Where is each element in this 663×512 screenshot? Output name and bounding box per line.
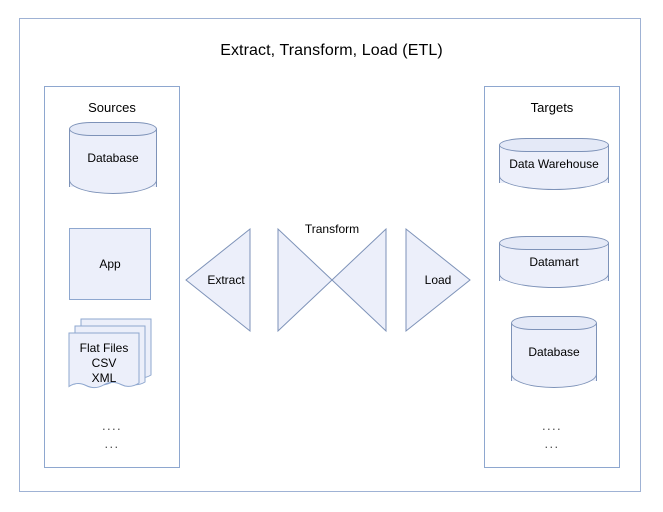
target-item-datamart-label: Datamart [529,255,579,269]
target-item-database[interactable]: Database [511,316,597,388]
source-item-flat-files-labels: Flat Files CSV XML [67,341,141,386]
cylinder-top-ellipse [499,138,609,152]
cylinder-bottom [499,176,609,190]
source-item-flat-files[interactable]: Flat Files CSV XML [67,317,159,393]
process-transform[interactable]: Transform [277,222,387,333]
targets-ellipsis: .... ... [485,417,619,453]
cylinder-bottom [511,374,597,388]
right-pointing-triangle-icon [405,227,471,333]
target-item-database-label: Database [528,345,580,359]
target-item-data-warehouse[interactable]: Data Warehouse [499,138,609,190]
process-load-label: Load [424,273,452,287]
flat-files-line-2: CSV [91,356,117,370]
cylinder-top-ellipse [499,236,609,250]
targets-panel-title: Targets [530,100,574,115]
process-extract-label: Extract [207,273,245,287]
left-pointing-triangle-icon [185,227,251,333]
targets-ellipsis-line-2: ... [544,436,560,451]
stacked-documents-icon [68,318,152,389]
target-item-datamart[interactable]: Datamart [499,236,609,288]
cylinder-top-ellipse [511,316,597,330]
target-item-data-warehouse-label: Data Warehouse [509,157,599,171]
flat-files-line-3: XML [91,371,117,385]
sources-panel-title: Sources [88,100,136,115]
targets-panel: Targets Data Warehouse Datamart Database… [484,86,620,468]
source-item-database[interactable]: Database [69,122,157,194]
bowtie-hourglass-icon [277,227,387,333]
cylinder-bottom [499,274,609,288]
sources-panel: Sources Database App Flat Files C [44,86,180,468]
source-item-app-label: App [99,257,121,271]
sources-ellipsis-line-2: ... [104,436,120,451]
cylinder-bottom [69,180,157,194]
sources-ellipsis-line-1: .... [101,418,123,433]
process-transform-label: Transform [304,222,360,236]
cylinder-top-ellipse [69,122,157,136]
source-item-database-label: Database [87,151,139,165]
process-load[interactable]: Load [405,227,471,333]
flat-files-line-1: Flat Files [79,341,129,355]
targets-ellipsis-line-1: .... [541,418,563,433]
source-item-app[interactable]: App [69,228,151,300]
cylinder-body [69,129,157,187]
page-title: Extract, Transform, Load (ETL) [220,42,443,59]
sources-ellipsis: .... ... [45,417,179,453]
process-extract[interactable]: Extract [185,227,251,333]
cylinder-body [511,323,597,381]
